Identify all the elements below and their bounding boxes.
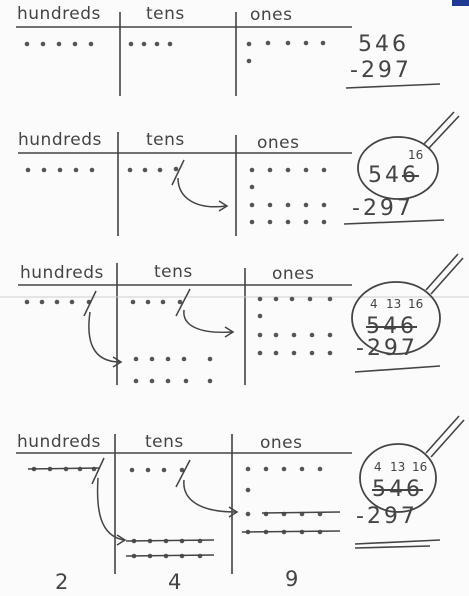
panel-4-hundreds-header: hundreds [17,434,101,451]
panel-2-crossed-digit: 6 [402,163,419,188]
answer-digit-hundreds: 2 [55,572,68,593]
panel-4-regroup-note-hundreds: 4 [374,461,382,473]
panel-2-regroup-note: 16 [408,149,423,161]
panel-3-hundreds-header: hundreds [20,265,104,282]
panel-1-ones-header: ones [250,7,293,24]
panel-4-regroup-note-ones: 16 [412,461,427,473]
panel-3-subtrahend: -297 [356,338,418,360]
panel-3-regroup-arrows [84,289,233,367]
panel-4-ones-header: ones [260,435,303,452]
answer-digit-ones: 9 [285,569,298,590]
panel-4-minuend: 546 [372,479,423,501]
panel-1-dots [25,41,326,64]
panel-2-minuend: 546 [368,165,419,187]
panel-3-minuend: 546 [366,316,417,338]
panel-1-hundreds-header: hundreds [17,6,101,23]
panel-2-subtrahend: -297 [352,198,414,220]
panel-2-tens-header: tens [146,132,185,149]
panel-2-magnifier-handle [424,112,459,148]
answer-digit-tens: 4 [168,572,181,593]
panel-3-ones-header: ones [272,266,315,283]
panel-4-magnifier-handle [426,416,464,457]
panel-1-minuend: 546 [358,34,409,56]
panel-2-hundreds-header: hundreds [18,132,102,149]
panel-4-tens-header: tens [145,434,184,451]
panel-2-ones-header: ones [257,135,300,152]
panel-2-minuend-digits: 54 [368,163,402,188]
panel-1-tens-header: tens [146,6,185,23]
panel-3-regroup-note-hundreds: 4 [370,298,378,310]
panel-3-regroup-note-ones: 16 [408,298,423,310]
corner-accent [452,0,469,6]
panel-1-subtrahend: -297 [350,60,412,82]
panel-4-subtrahend: -297 [356,506,418,528]
panel-4-regroup-note-tens: 13 [390,461,405,473]
panel-2-regroup-arrow [172,160,227,211]
panel-3-magnifier-handle [426,254,463,294]
panel-3-regroup-note-tens: 13 [386,298,401,310]
panel-3-tens-header: tens [154,264,193,281]
